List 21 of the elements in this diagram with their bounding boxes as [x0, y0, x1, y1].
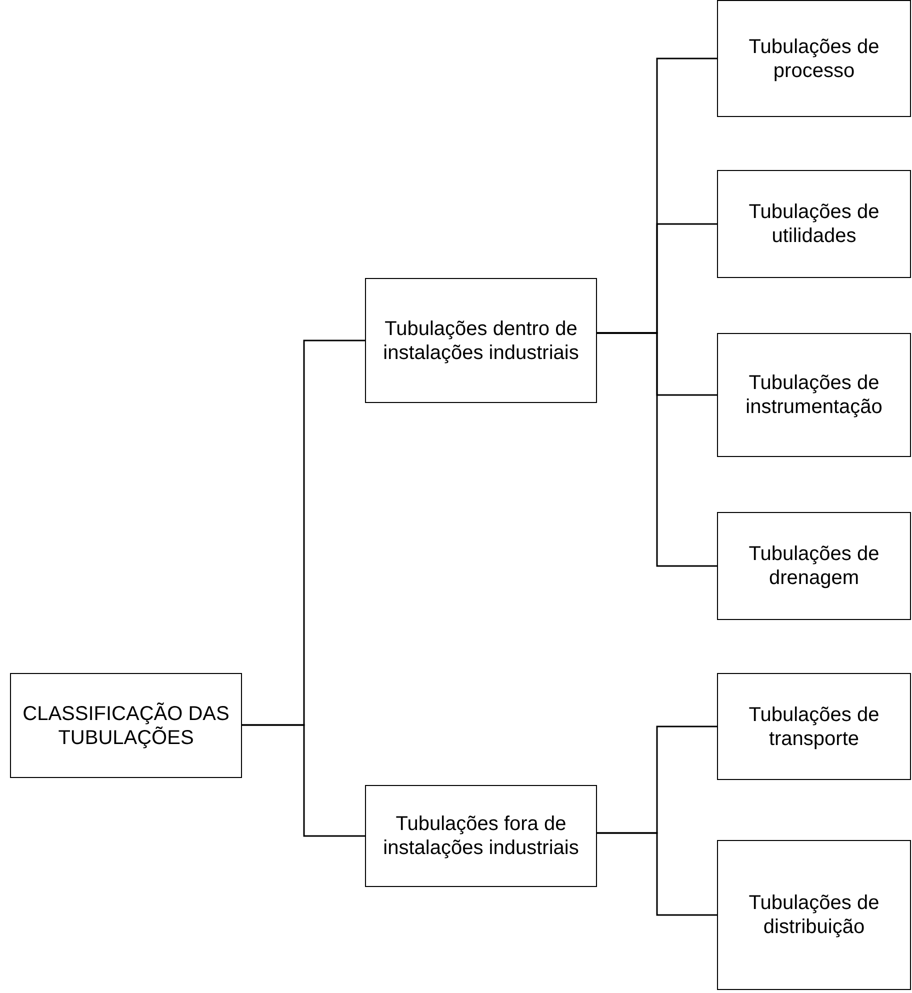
box-label: Tubulações dentro de instalações industriais [382, 316, 580, 364]
box-label: Tubulações de utilidades [748, 200, 880, 248]
category-box [717, 0, 911, 117]
connector-line [597, 332, 717, 567]
category-box [717, 170, 911, 278]
category-box [365, 785, 597, 887]
box-label: Tubulações de drenagem [748, 542, 880, 590]
connector-line [242, 724, 365, 837]
category-box [717, 840, 911, 990]
box-label: Tubulações de processo [748, 34, 880, 82]
category-box [717, 333, 911, 457]
root-box [10, 673, 242, 778]
category-box [717, 512, 911, 620]
box-label: Tubulações fora de instalações industriais [382, 812, 580, 860]
box-label: CLASSIFICAÇÃO DAS TUBULAÇÕES [22, 702, 230, 750]
box-label: Tubulações de instrumentação [744, 371, 884, 419]
connector-line [597, 832, 717, 916]
box-label: Tubulações de transporte [748, 702, 880, 750]
box-label: Tubulações de distribuição [748, 891, 880, 939]
category-box [717, 673, 911, 780]
category-box [365, 278, 597, 403]
